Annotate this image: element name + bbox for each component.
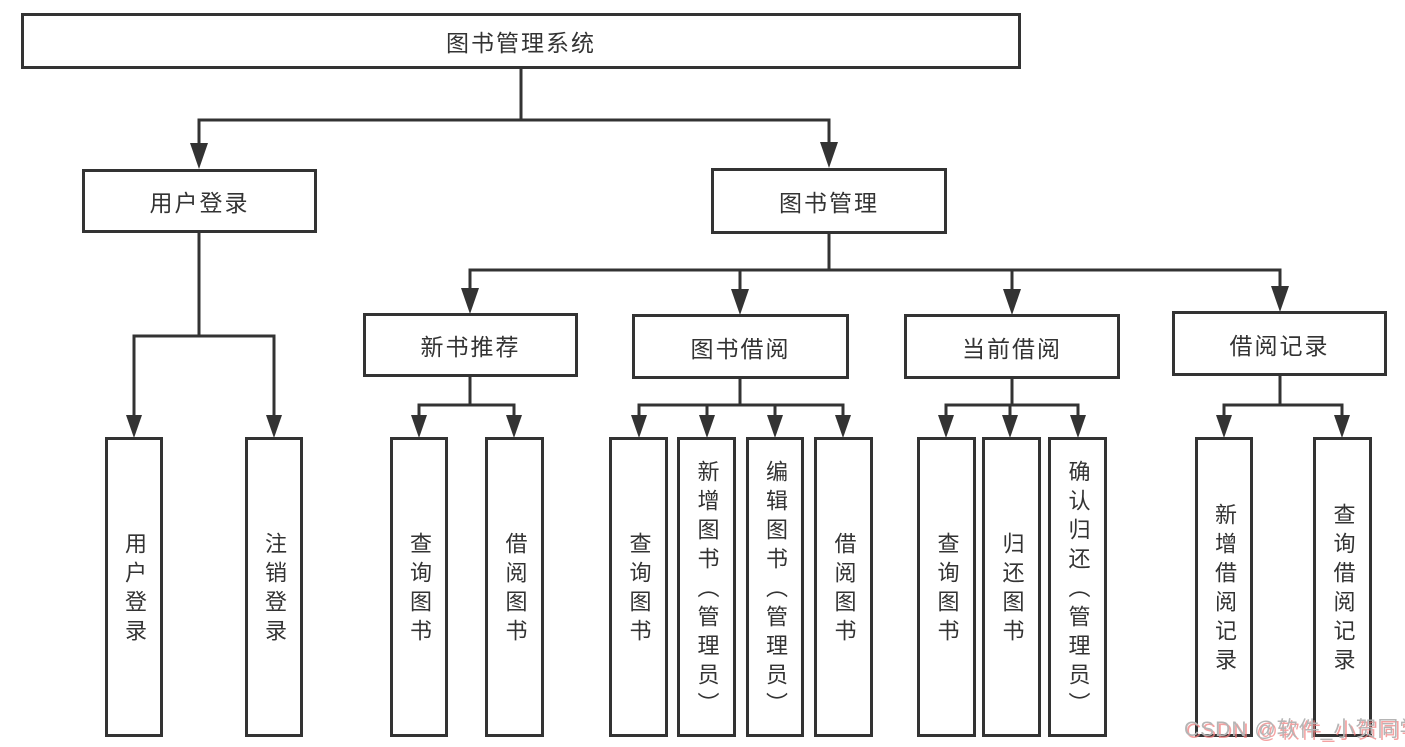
node-root-library-system: 图书管理系统 — [21, 13, 1021, 69]
node-new-book-recommend: 新书推荐 — [363, 313, 578, 377]
leaf-borrow-books-recommend: 借阅图书 — [485, 437, 544, 737]
leaf-query-books-recommend: 查询图书 — [390, 437, 448, 737]
node-borrow-records: 借阅记录 — [1172, 311, 1387, 376]
leaf-logout: 注销登录 — [245, 437, 303, 737]
leaf-confirm-return-admin: 确认归还（管理员） — [1048, 437, 1107, 737]
csdn-watermark: CSDN @软件_小贺同学 — [1184, 718, 1405, 741]
node-book-management: 图书管理 — [711, 168, 947, 234]
leaf-add-borrow-record: 新增借阅记录 — [1195, 437, 1253, 737]
leaf-query-borrow-record: 查询借阅记录 — [1313, 437, 1372, 737]
leaf-user-login: 用户登录 — [105, 437, 163, 737]
node-book-borrow: 图书借阅 — [632, 314, 849, 379]
leaf-query-books-borrow: 查询图书 — [609, 437, 668, 737]
leaf-borrow-books: 借阅图书 — [814, 437, 873, 737]
leaf-query-books-current: 查询图书 — [917, 437, 976, 737]
leaf-edit-books-admin: 编辑图书（管理员） — [746, 437, 804, 737]
node-current-borrow: 当前借阅 — [904, 314, 1120, 379]
arrowhead-icons — [126, 142, 1350, 438]
node-user-login: 用户登录 — [82, 169, 317, 233]
leaf-add-books-admin: 新增图书（管理员） — [677, 437, 736, 737]
leaf-return-books: 归还图书 — [982, 437, 1041, 737]
